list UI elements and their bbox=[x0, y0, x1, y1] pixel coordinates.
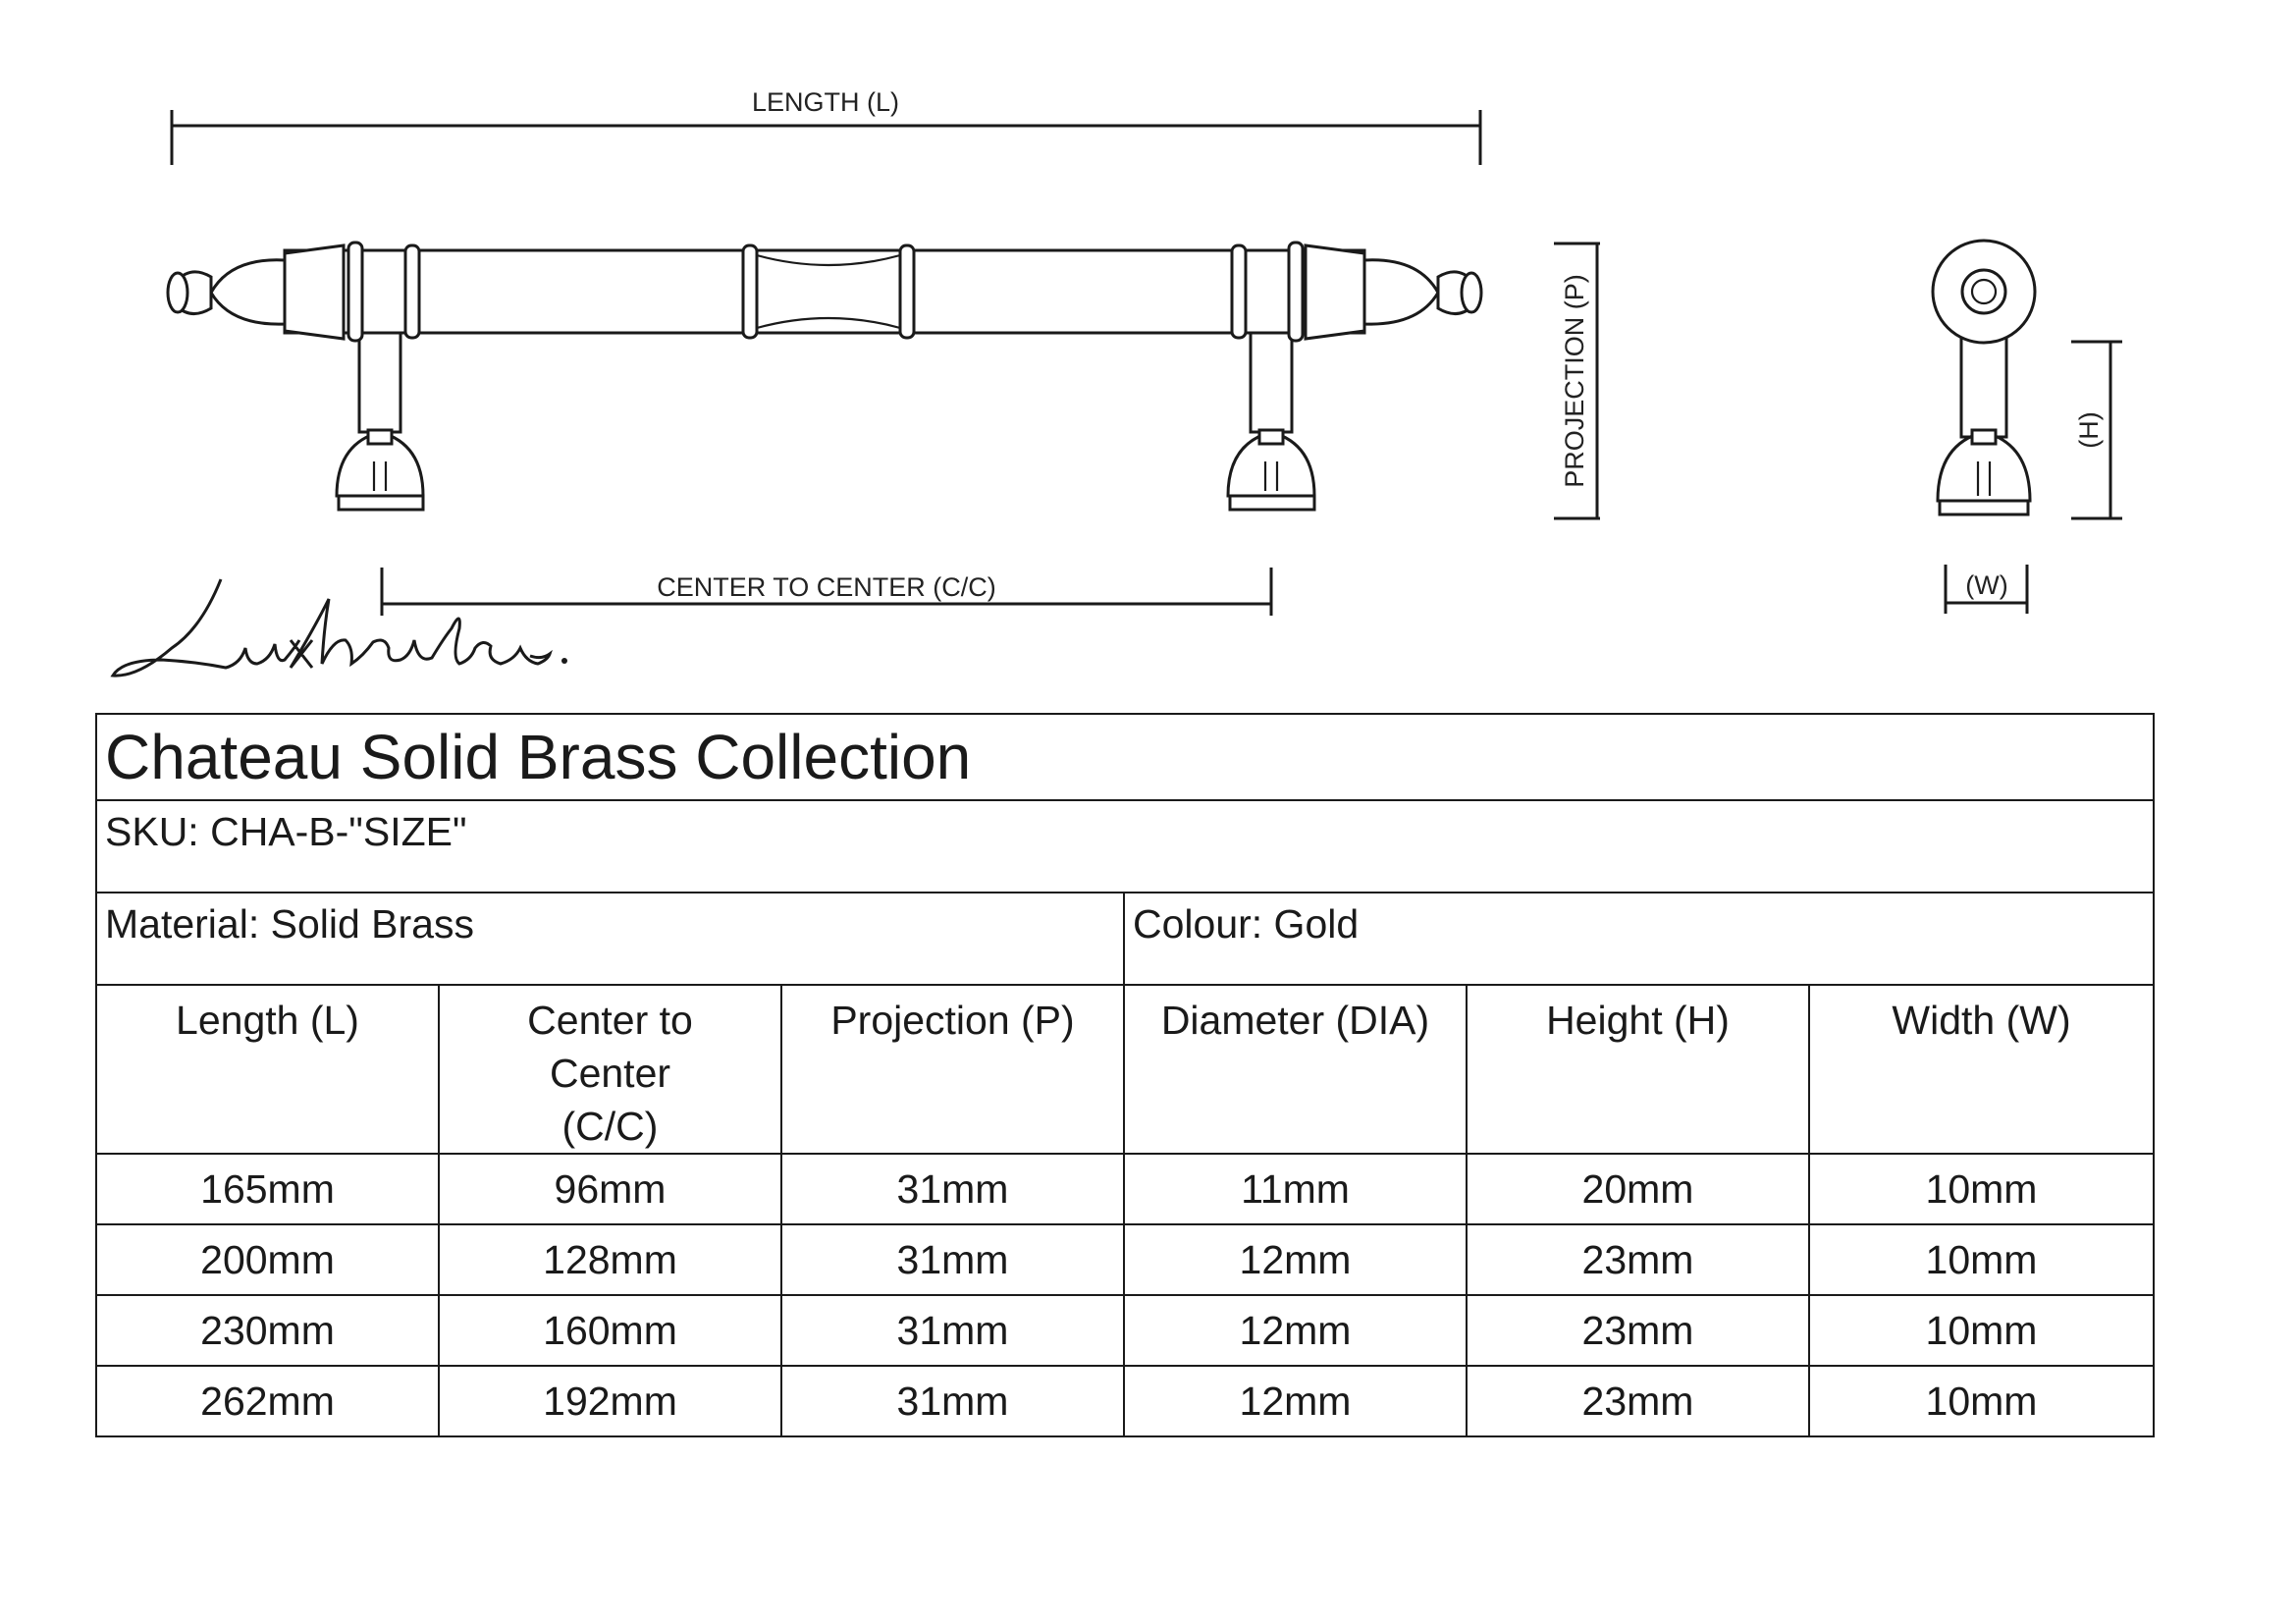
handle-front-view bbox=[166, 241, 1483, 512]
table-row: 200mm 128mm 31mm 12mm 23mm 10mm bbox=[95, 1223, 2156, 1296]
table-cell: 23mm bbox=[1466, 1223, 1810, 1296]
material-row: Material: Solid Brass Colour: Gold bbox=[95, 892, 2156, 986]
table-cell: 31mm bbox=[780, 1223, 1125, 1296]
collection-title: Chateau Solid Brass Collection bbox=[94, 713, 2156, 801]
table-cell: 200mm bbox=[95, 1223, 440, 1296]
table-cell: 262mm bbox=[95, 1365, 440, 1437]
table-cell: 128mm bbox=[438, 1223, 782, 1296]
width-dimension: (W) bbox=[1944, 565, 2029, 614]
material-value: Material: Solid Brass bbox=[95, 892, 1125, 986]
handle-side-view bbox=[1931, 239, 2037, 516]
table-cell: 96mm bbox=[438, 1153, 782, 1225]
spec-table: Chateau Solid Brass Collection SKU: CHA-… bbox=[94, 713, 2156, 1437]
table-cell: 31mm bbox=[780, 1365, 1125, 1437]
signature-logo bbox=[110, 578, 567, 677]
projection-label: PROJECTION (P) bbox=[1560, 274, 1589, 488]
table-cell: 160mm bbox=[438, 1294, 782, 1367]
column-header: Diameter (DIA) bbox=[1123, 984, 1468, 1155]
table-cell: 12mm bbox=[1123, 1294, 1468, 1367]
height-dimension: (H) bbox=[2071, 340, 2122, 520]
table-cell: 31mm bbox=[780, 1294, 1125, 1367]
colour-value: Colour: Gold bbox=[1122, 892, 2156, 986]
height-label: (H) bbox=[2074, 411, 2104, 448]
sku-row: SKU: CHA-B-"SIZE" bbox=[94, 799, 2156, 893]
table-cell: 23mm bbox=[1466, 1294, 1810, 1367]
technical-drawing: LENGTH (L) bbox=[110, 87, 2122, 677]
length-label: LENGTH (L) bbox=[752, 87, 899, 117]
center-to-center-label: CENTER TO CENTER (C/C) bbox=[657, 572, 996, 602]
table-row: 165mm 96mm 31mm 11mm 20mm 10mm bbox=[95, 1153, 2156, 1225]
title-row: Chateau Solid Brass Collection bbox=[94, 713, 2156, 801]
column-header: Center to Center (C/C) bbox=[438, 984, 782, 1155]
table-row: 230mm 160mm 31mm 12mm 23mm 10mm bbox=[95, 1294, 2156, 1367]
table-cell: 23mm bbox=[1466, 1365, 1810, 1437]
table-cell: 230mm bbox=[95, 1294, 440, 1367]
table-cell: 165mm bbox=[95, 1153, 440, 1225]
column-header: Height (H) bbox=[1466, 984, 1810, 1155]
width-label: (W) bbox=[1965, 570, 2007, 600]
length-dimension: LENGTH (L) bbox=[170, 87, 1482, 165]
header-row: Length (L) Center to Center (C/C) Projec… bbox=[95, 984, 2156, 1155]
table-cell: 10mm bbox=[1807, 1223, 2156, 1296]
table-cell: 12mm bbox=[1123, 1223, 1468, 1296]
table-cell: 192mm bbox=[438, 1365, 782, 1437]
table-cell: 20mm bbox=[1466, 1153, 1810, 1225]
table-cell: 11mm bbox=[1123, 1153, 1468, 1225]
table-cell: 10mm bbox=[1807, 1153, 2156, 1225]
projection-dimension: PROJECTION (P) bbox=[1554, 242, 1600, 520]
table-cell: 12mm bbox=[1123, 1365, 1468, 1437]
sku-value: SKU: CHA-B-"SIZE" bbox=[94, 799, 2156, 893]
table-cell: 10mm bbox=[1807, 1365, 2156, 1437]
center-to-center-dimension: CENTER TO CENTER (C/C) bbox=[380, 568, 1273, 616]
column-header: Length (L) bbox=[95, 984, 440, 1155]
column-header: Projection (P) bbox=[780, 984, 1125, 1155]
table-cell: 31mm bbox=[780, 1153, 1125, 1225]
table-cell: 10mm bbox=[1807, 1294, 2156, 1367]
table-row: 262mm 192mm 31mm 12mm 23mm 10mm bbox=[95, 1365, 2156, 1437]
column-header: Width (W) bbox=[1807, 984, 2156, 1155]
